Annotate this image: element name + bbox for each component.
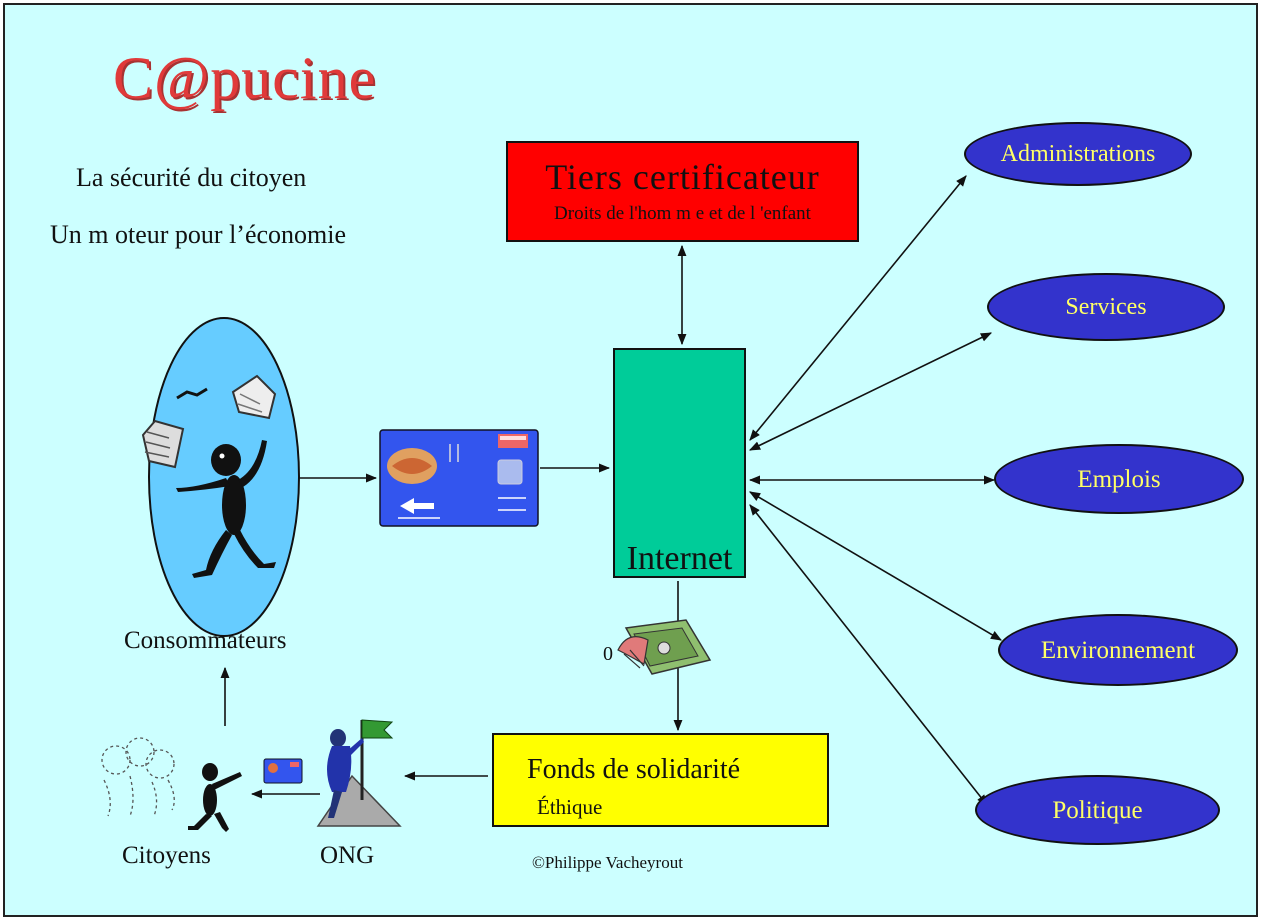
page-title: C@pucine <box>113 45 377 111</box>
consumers-label: Consommateurs <box>124 627 287 654</box>
destination-services-label: Services <box>1065 294 1147 320</box>
internet-box: Internet <box>613 348 746 578</box>
fonds-solidarite-box: Fonds de solidarité Éthique <box>492 733 829 827</box>
citoyen-figure <box>188 763 242 832</box>
destination-politique-label: Politique <box>1052 796 1143 824</box>
tiers-subtitle: Droits de l'hom m e et de l 'enfant <box>554 203 811 224</box>
citoyens-illustration <box>101 737 175 817</box>
subtitle-security: La sécurité du citoyen <box>76 163 307 192</box>
internet-label: Internet <box>626 540 733 577</box>
consumers-illustration <box>141 317 300 637</box>
destination-politique: Politique <box>975 775 1220 845</box>
ong-label: ONG <box>320 842 375 869</box>
arrow-internet-environnement <box>749 491 1002 641</box>
subtitle-economy: Un m oteur pour l’économie <box>50 220 347 249</box>
money-illustration <box>617 619 712 675</box>
destination-environnement-label: Environnement <box>1040 636 1196 664</box>
arrow-internet-politique <box>749 504 988 806</box>
fonds-title: Fonds de solidarité <box>527 754 741 785</box>
destination-administrations: Administrations <box>964 122 1192 186</box>
destination-emplois-label: Emplois <box>1077 465 1161 493</box>
tiers-certificateur-box: Tiers certificateur Droits de l'hom m e … <box>506 141 859 242</box>
arrow-internet-services <box>748 332 993 451</box>
zero-percent-label: 0 <box>603 643 613 665</box>
ong-illustration <box>316 719 402 827</box>
destination-services: Services <box>987 273 1225 341</box>
copyright-text: ©Philippe Vacheyrout <box>532 853 683 872</box>
citoyens-label: Citoyens <box>122 842 211 869</box>
destination-emplois: Emplois <box>994 444 1244 514</box>
destination-environnement: Environnement <box>998 614 1238 686</box>
tiers-title: Tiers certificateur <box>545 157 820 197</box>
destination-administrations-label: Administrations <box>1000 141 1156 167</box>
fonds-subtitle: Éthique <box>537 795 603 819</box>
small-card-illustration <box>263 758 303 784</box>
card-illustration <box>379 429 539 527</box>
